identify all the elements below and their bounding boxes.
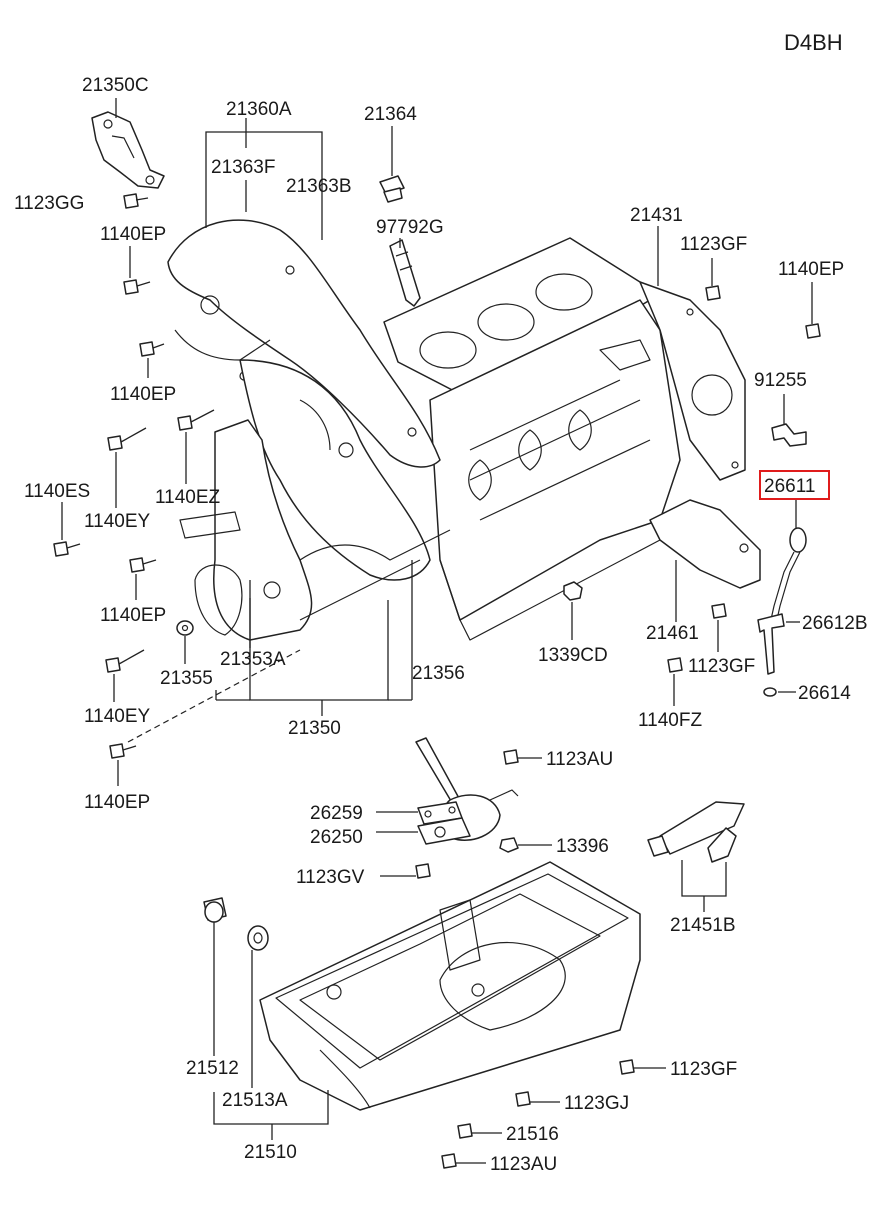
bolt-21516 (457, 1123, 473, 1139)
label-21510: 21510 (244, 1142, 297, 1163)
label-1140FZ: 1140FZ (638, 710, 702, 731)
bolt-1123GG (123, 193, 149, 209)
bolt-1123AU-b (441, 1153, 457, 1169)
bracket-21360A (205, 118, 323, 240)
label-26612B: 26612B (802, 613, 868, 634)
bolt-1140EY-b (105, 649, 145, 673)
o-ring-26614 (763, 687, 777, 697)
label-1123GV: 1123GV (296, 867, 365, 888)
label-21431: 21431 (630, 205, 683, 226)
label-1140EY: 1140EY (84, 511, 151, 532)
label-26250: 26250 (310, 827, 363, 848)
bolt-1140FZ (667, 657, 683, 673)
bracket-21451B (681, 860, 727, 897)
bracket-21510 (213, 1090, 329, 1125)
label-1140EP: 1140EP (84, 792, 150, 813)
dashed-leader-1140EP (127, 649, 301, 743)
label-21516: 21516 (506, 1124, 559, 1145)
label-13396: 13396 (556, 836, 609, 857)
bolt-1140ES (53, 541, 81, 557)
label-21360A: 21360A (226, 99, 292, 120)
cylinder-block (383, 237, 746, 641)
bolt-1140EP-c (129, 557, 157, 573)
nut-13396 (499, 837, 519, 853)
label-21355: 21355 (160, 668, 213, 689)
bolt-1140EP-d (109, 743, 137, 759)
label-21513A: 21513A (222, 1090, 288, 1111)
bolt-1140EP-a (123, 279, 151, 295)
bolt-1123GF-a (705, 258, 721, 301)
label-1140EZ: 1140EZ (155, 487, 221, 508)
clip-97792G (389, 239, 421, 307)
washer-21355 (176, 620, 194, 636)
label-21353A: 21353A (220, 649, 286, 670)
label-21451B: 21451B (670, 915, 736, 936)
oil-pan-21510 (259, 861, 641, 1111)
bolt-1123GJ (515, 1091, 531, 1107)
label-1140EP: 1140EP (778, 259, 844, 280)
label-21364: 21364 (364, 104, 417, 125)
flange-26250 (417, 817, 471, 845)
label-1140EY: 1140EY (84, 706, 151, 727)
label-1123GF: 1123GF (670, 1059, 737, 1080)
bolt-1123GF-c (619, 1059, 635, 1075)
oil-level-gauge-guide-area (649, 499, 761, 589)
label-1140EP: 1140EP (100, 605, 166, 626)
gasket-21513A (247, 925, 269, 951)
plug-21364 (379, 175, 405, 203)
oil-pump-pipe (299, 529, 451, 621)
drain-plug-21512 (203, 897, 227, 923)
label-26611: 26611 (764, 476, 815, 497)
timing-belt-cover-lower (239, 359, 431, 581)
label-1140EP: 1140EP (110, 384, 176, 405)
label-97792G: 97792G (376, 217, 444, 238)
bolt-1140EY-a (107, 427, 147, 451)
label-21461: 21461 (646, 623, 699, 644)
label-21350: 21350 (288, 718, 341, 739)
sealant-tube-21451B (647, 801, 745, 863)
bracket-21350 (215, 560, 413, 716)
label-26259: 26259 (310, 803, 363, 824)
label-21363B: 21363B (286, 176, 352, 197)
bolt-1123AU-a (503, 749, 519, 765)
label-1123AU: 1123AU (490, 1154, 557, 1175)
label-21363F: 21363F (211, 157, 275, 178)
label-91255: 91255 (754, 370, 807, 391)
bolt-1123GV (415, 863, 431, 879)
bolt-1123GF-b (711, 603, 727, 619)
label-1123GJ: 1123GJ (564, 1093, 629, 1114)
label-1140ES: 1140ES (24, 481, 90, 502)
label-1123GG: 1123GG (14, 193, 84, 214)
guide-tube-26612B (757, 613, 785, 675)
label-1123AU: 1123AU (546, 749, 613, 770)
label-21512: 21512 (186, 1058, 239, 1079)
bolt-1140EP-b (139, 341, 165, 357)
timing-belt-cover-upper (167, 219, 441, 468)
nut-1339CD (563, 581, 583, 601)
bolt-1140EP-e (805, 282, 821, 339)
bolt-1140EZ (177, 409, 215, 431)
highlight-box-26611 (759, 470, 830, 500)
timing-belt-cover-bracket (91, 111, 165, 189)
label-26614: 26614 (798, 683, 851, 704)
engine-code: D4BH (784, 30, 843, 55)
label-1123GF: 1123GF (680, 234, 747, 255)
label-1123GF: 1123GF (688, 656, 755, 677)
timing-belt-cover-bottom (179, 419, 313, 641)
label-21350C: 21350C (82, 75, 149, 96)
label-1140EP: 1140EP (100, 224, 166, 245)
label-1339CD: 1339CD (538, 645, 608, 666)
oil-level-gauge-26611 (769, 527, 807, 625)
label-21356: 21356 (412, 663, 465, 684)
bracket-91255 (771, 394, 807, 447)
